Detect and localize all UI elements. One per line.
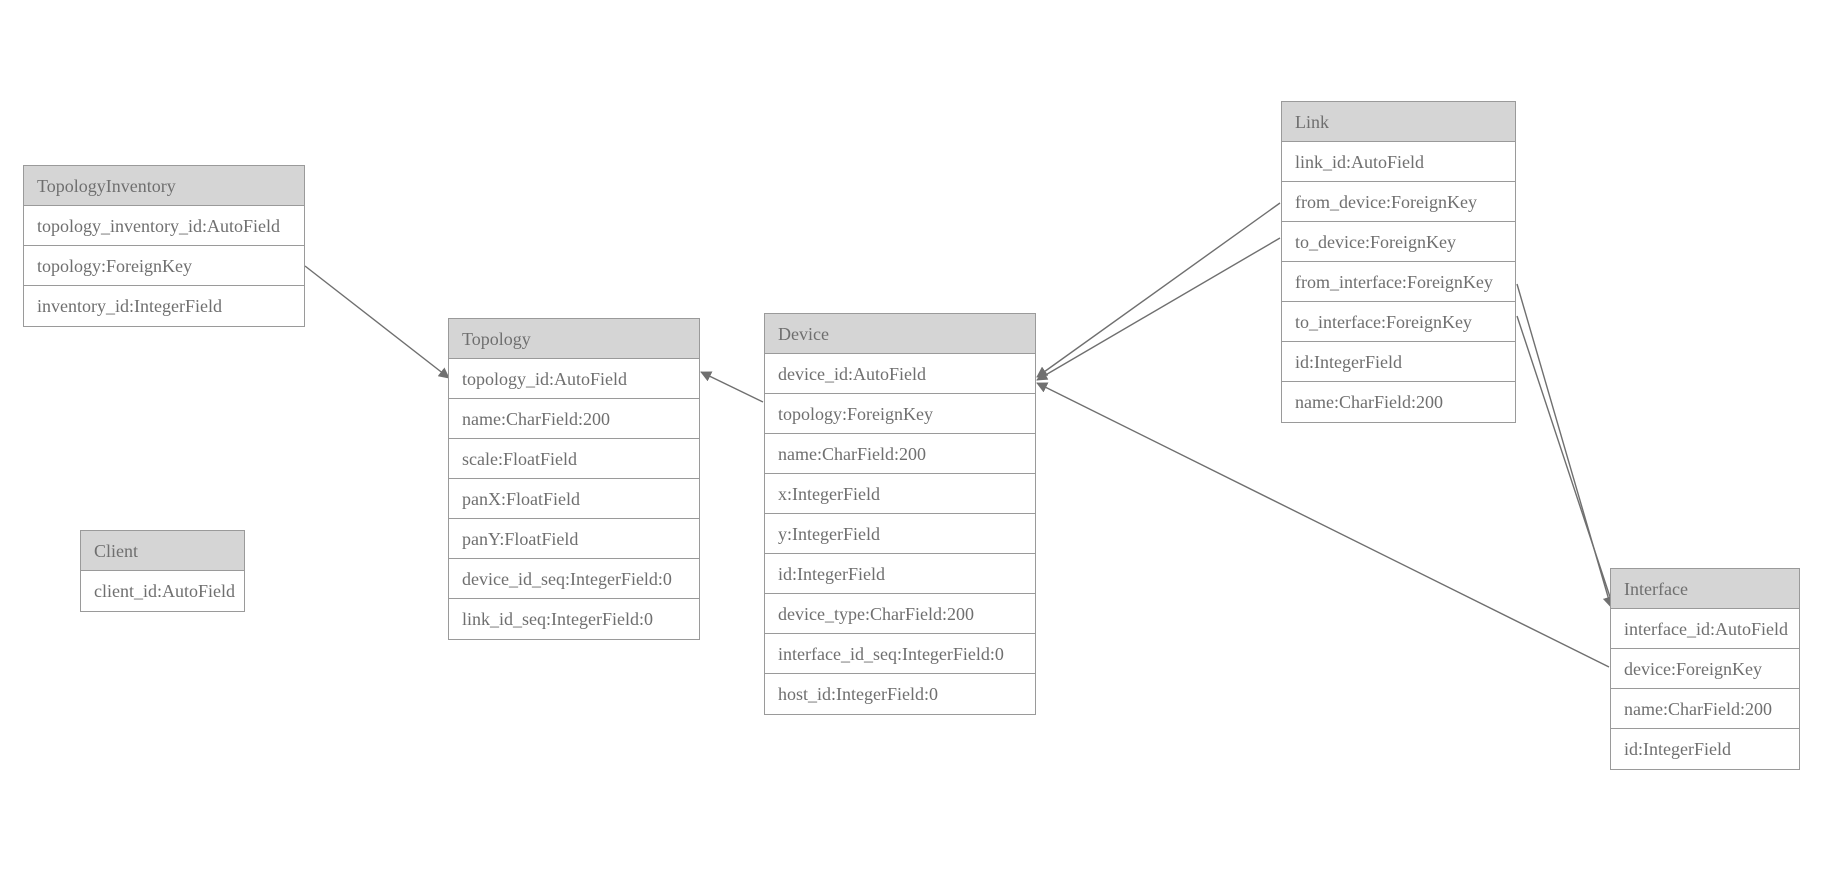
entity-field: from_device:ForeignKey: [1282, 182, 1515, 222]
entity-field: id:IntegerField: [1282, 342, 1515, 382]
relationship-edge: [700, 371, 764, 403]
entity-field: link_id_seq:IntegerField:0: [449, 599, 699, 639]
entity-field: name:CharField:200: [765, 434, 1035, 474]
entity-field: panY:FloatField: [449, 519, 699, 559]
entity-title: TopologyInventory: [24, 166, 304, 206]
relationship-edge: [1516, 315, 1617, 610]
entity-field: device_id_seq:IntegerField:0: [449, 559, 699, 599]
relationship-edge: [1036, 382, 1610, 668]
relationship-edge: [1516, 283, 1614, 608]
entity-field: id:IntegerField: [1611, 729, 1799, 769]
entity-field: client_id:AutoField: [81, 571, 244, 611]
entity-device[interactable]: Device device_id:AutoField topology:Fore…: [764, 313, 1036, 715]
entity-field: y:IntegerField: [765, 514, 1035, 554]
entity-field: interface_id:AutoField: [1611, 609, 1799, 649]
entity-field: topology:ForeignKey: [24, 246, 304, 286]
entity-title: Link: [1282, 102, 1515, 142]
entity-topology-inventory[interactable]: TopologyInventory topology_inventory_id:…: [23, 165, 305, 327]
entity-title: Device: [765, 314, 1035, 354]
entity-interface[interactable]: Interface interface_id:AutoField device:…: [1610, 568, 1800, 770]
entity-field: to_interface:ForeignKey: [1282, 302, 1515, 342]
relationship-edge: [304, 265, 450, 379]
entity-field: device:ForeignKey: [1611, 649, 1799, 689]
entity-title: Client: [81, 531, 244, 571]
entity-field: panX:FloatField: [449, 479, 699, 519]
entity-field: name:CharField:200: [1611, 689, 1799, 729]
entity-field: device_type:CharField:200: [765, 594, 1035, 634]
relationship-edge: [1036, 237, 1281, 381]
entity-field: topology:ForeignKey: [765, 394, 1035, 434]
entity-field: name:CharField:200: [449, 399, 699, 439]
entity-title: Interface: [1611, 569, 1799, 609]
entity-field: id:IntegerField: [765, 554, 1035, 594]
entity-field: device_id:AutoField: [765, 354, 1035, 394]
entity-field: host_id:IntegerField:0: [765, 674, 1035, 714]
entity-field: topology_id:AutoField: [449, 359, 699, 399]
entity-field: link_id:AutoField: [1282, 142, 1515, 182]
entity-field: to_device:ForeignKey: [1282, 222, 1515, 262]
entity-field: interface_id_seq:IntegerField:0: [765, 634, 1035, 674]
entity-client[interactable]: Client client_id:AutoField: [80, 530, 245, 612]
relationship-edge: [1036, 202, 1281, 378]
entity-field: x:IntegerField: [765, 474, 1035, 514]
entity-link[interactable]: Link link_id:AutoField from_device:Forei…: [1281, 101, 1516, 423]
entity-field: from_interface:ForeignKey: [1282, 262, 1515, 302]
entity-field: inventory_id:IntegerField: [24, 286, 304, 326]
entity-field: topology_inventory_id:AutoField: [24, 206, 304, 246]
entity-topology[interactable]: Topology topology_id:AutoField name:Char…: [448, 318, 700, 640]
entity-field: name:CharField:200: [1282, 382, 1515, 422]
entity-field: scale:FloatField: [449, 439, 699, 479]
entity-title: Topology: [449, 319, 699, 359]
